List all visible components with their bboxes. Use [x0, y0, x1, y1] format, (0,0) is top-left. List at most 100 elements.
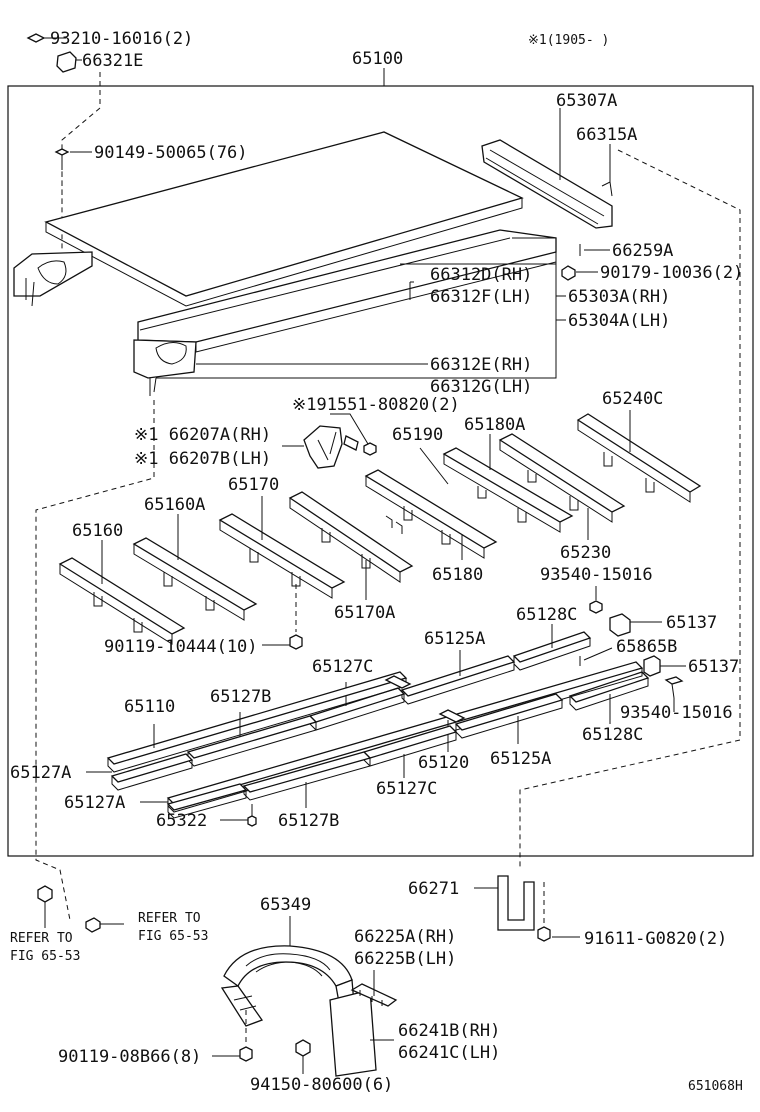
label-65128c-lower: 65128C: [582, 725, 643, 745]
sill-65125a-upper: [400, 655, 516, 705]
nut-94150-icon: [295, 1039, 311, 1074]
bolt-90119-10444-icon: [262, 584, 303, 650]
label-65127c-upper: 65127C: [312, 657, 373, 677]
label-refer-to-left: REFER TO: [10, 931, 73, 946]
label-65127a-upper: 65127A: [10, 763, 71, 783]
nut-90179-icon: [561, 265, 598, 281]
nut-66321e-icon: [56, 51, 82, 73]
label-65100: 65100: [352, 49, 403, 69]
bracket-66271: [497, 875, 535, 931]
label-65137-lower: 65137: [688, 657, 739, 677]
label-66312g: 66312G(LH): [430, 377, 532, 397]
label-figure-code: 651068H: [688, 1079, 743, 1094]
screw-65322-icon: [220, 804, 257, 827]
front-header-65307a: [481, 139, 613, 229]
label-90119-10444: 90119-10444(10): [104, 637, 258, 657]
cross-member-65180: [364, 469, 498, 559]
mud-flap-66241b: [329, 989, 377, 1077]
label-66271: 66271: [408, 879, 459, 899]
label-66259a: 66259A: [612, 241, 673, 261]
sill-65127a-lower: [166, 783, 248, 819]
label-65125a-lower: 65125A: [490, 749, 551, 769]
label-90149-50065: 90149-50065(76): [94, 143, 248, 163]
label-65180: 65180: [432, 565, 483, 585]
cross-member-65240c: [576, 413, 702, 503]
label-note-1905: ※1(1905- ): [528, 33, 609, 48]
label-65170: 65170: [228, 475, 279, 495]
deck-panel: [44, 131, 524, 307]
label-65307a: 65307A: [556, 91, 617, 111]
rear-bracket-left: [13, 251, 93, 307]
bolt-93540-upper-icon: [589, 586, 603, 614]
cross-member-65170: [218, 513, 346, 599]
label-66315a: 66315A: [576, 125, 637, 145]
cross-member-65160a: [132, 537, 258, 621]
label-fig-65-53-left: FIG 65-53: [10, 949, 80, 964]
label-91551-80820: ※191551-80820(2): [292, 395, 460, 415]
cross-member-65160: [58, 557, 186, 645]
label-fig-65-53-right: FIG 65-53: [138, 929, 208, 944]
screw-90149-icon: [54, 148, 92, 170]
label-66312f: 66312F(LH): [430, 287, 532, 307]
label-65127b-lower: 65127B: [278, 811, 339, 831]
label-65322: 65322: [156, 811, 207, 831]
label-66241c: 66241C(LH): [398, 1043, 500, 1063]
cross-member-65190: [442, 447, 574, 533]
label-65304a: 65304A(LH): [568, 311, 670, 331]
label-66207b: ※1 66207B(LH): [134, 449, 271, 469]
label-65120: 65120: [418, 753, 469, 773]
label-93540-15016-upper: 93540-15016: [540, 565, 653, 585]
bolt-93210-icon: [26, 33, 66, 43]
label-65127b-upper: 65127B: [210, 687, 271, 707]
label-91611-g0820: 91611-G0820(2): [584, 929, 727, 949]
label-66225b: 66225B(LH): [354, 949, 456, 969]
label-66312d: 66312D(RH): [430, 265, 532, 285]
label-65865b: 65865B: [616, 637, 677, 657]
nut-refer-left-icon: [37, 885, 53, 928]
label-93210-16016: 93210-16016(2): [50, 29, 193, 49]
label-66312e: 66312E(RH): [430, 355, 532, 375]
label-66321e: 66321E: [82, 51, 143, 71]
label-65170a: 65170A: [334, 603, 395, 623]
label-65127a-lower: 65127A: [64, 793, 125, 813]
pin-66259a-icon: [579, 244, 610, 256]
bolt-93540-lower-icon: [664, 676, 684, 712]
cross-member-65180a: [498, 433, 626, 523]
label-65137-upper: 65137: [666, 613, 717, 633]
label-65160a: 65160A: [144, 495, 205, 515]
label-65160: 65160: [72, 521, 123, 541]
label-65349: 65349: [260, 895, 311, 915]
cross-member-65170a: [288, 491, 414, 583]
pin-65865b-icon: [579, 647, 613, 666]
label-65128c-upper: 65128C: [516, 605, 577, 625]
label-refer-to-right: REFER TO: [138, 911, 201, 926]
label-65190: 65190: [392, 425, 443, 445]
assembly-frame: [7, 85, 754, 857]
sill-65110: [106, 671, 412, 773]
label-94150-80600: 94150-80600(6): [250, 1075, 393, 1095]
bolt-refer-right-icon: [85, 917, 124, 933]
label-66225a: 66225A(RH): [354, 927, 456, 947]
bolt-91611-icon: [537, 882, 580, 942]
label-65110: 65110: [124, 697, 175, 717]
bolt-90119-08b66-icon: [212, 1010, 253, 1062]
label-65303a: 65303A(RH): [568, 287, 670, 307]
clip-65137-upper-icon: [609, 613, 662, 637]
label-93540-15016-lower: 93540-15016: [620, 703, 733, 723]
sill-65127a-upper: [110, 753, 194, 791]
label-65125a-upper: 65125A: [424, 629, 485, 649]
label-90179-10036: 90179-10036(2): [600, 263, 743, 283]
label-65180a: 65180A: [464, 415, 525, 435]
label-90119-08b66: 90119-08B66(8): [58, 1047, 201, 1067]
sill-65127b-lower: [242, 751, 372, 801]
label-66207a: ※1 66207A(RH): [134, 425, 271, 445]
label-65240c: 65240C: [602, 389, 663, 409]
sill-65125a-lower: [454, 693, 564, 739]
bolt-91551-icon: [343, 435, 377, 456]
clip-65137-lower-icon: [643, 655, 686, 677]
label-65127c-lower: 65127C: [376, 779, 437, 799]
label-66241b: 66241B(RH): [398, 1021, 500, 1041]
bracket-66207a: [303, 425, 343, 469]
label-65230: 65230: [560, 543, 611, 563]
